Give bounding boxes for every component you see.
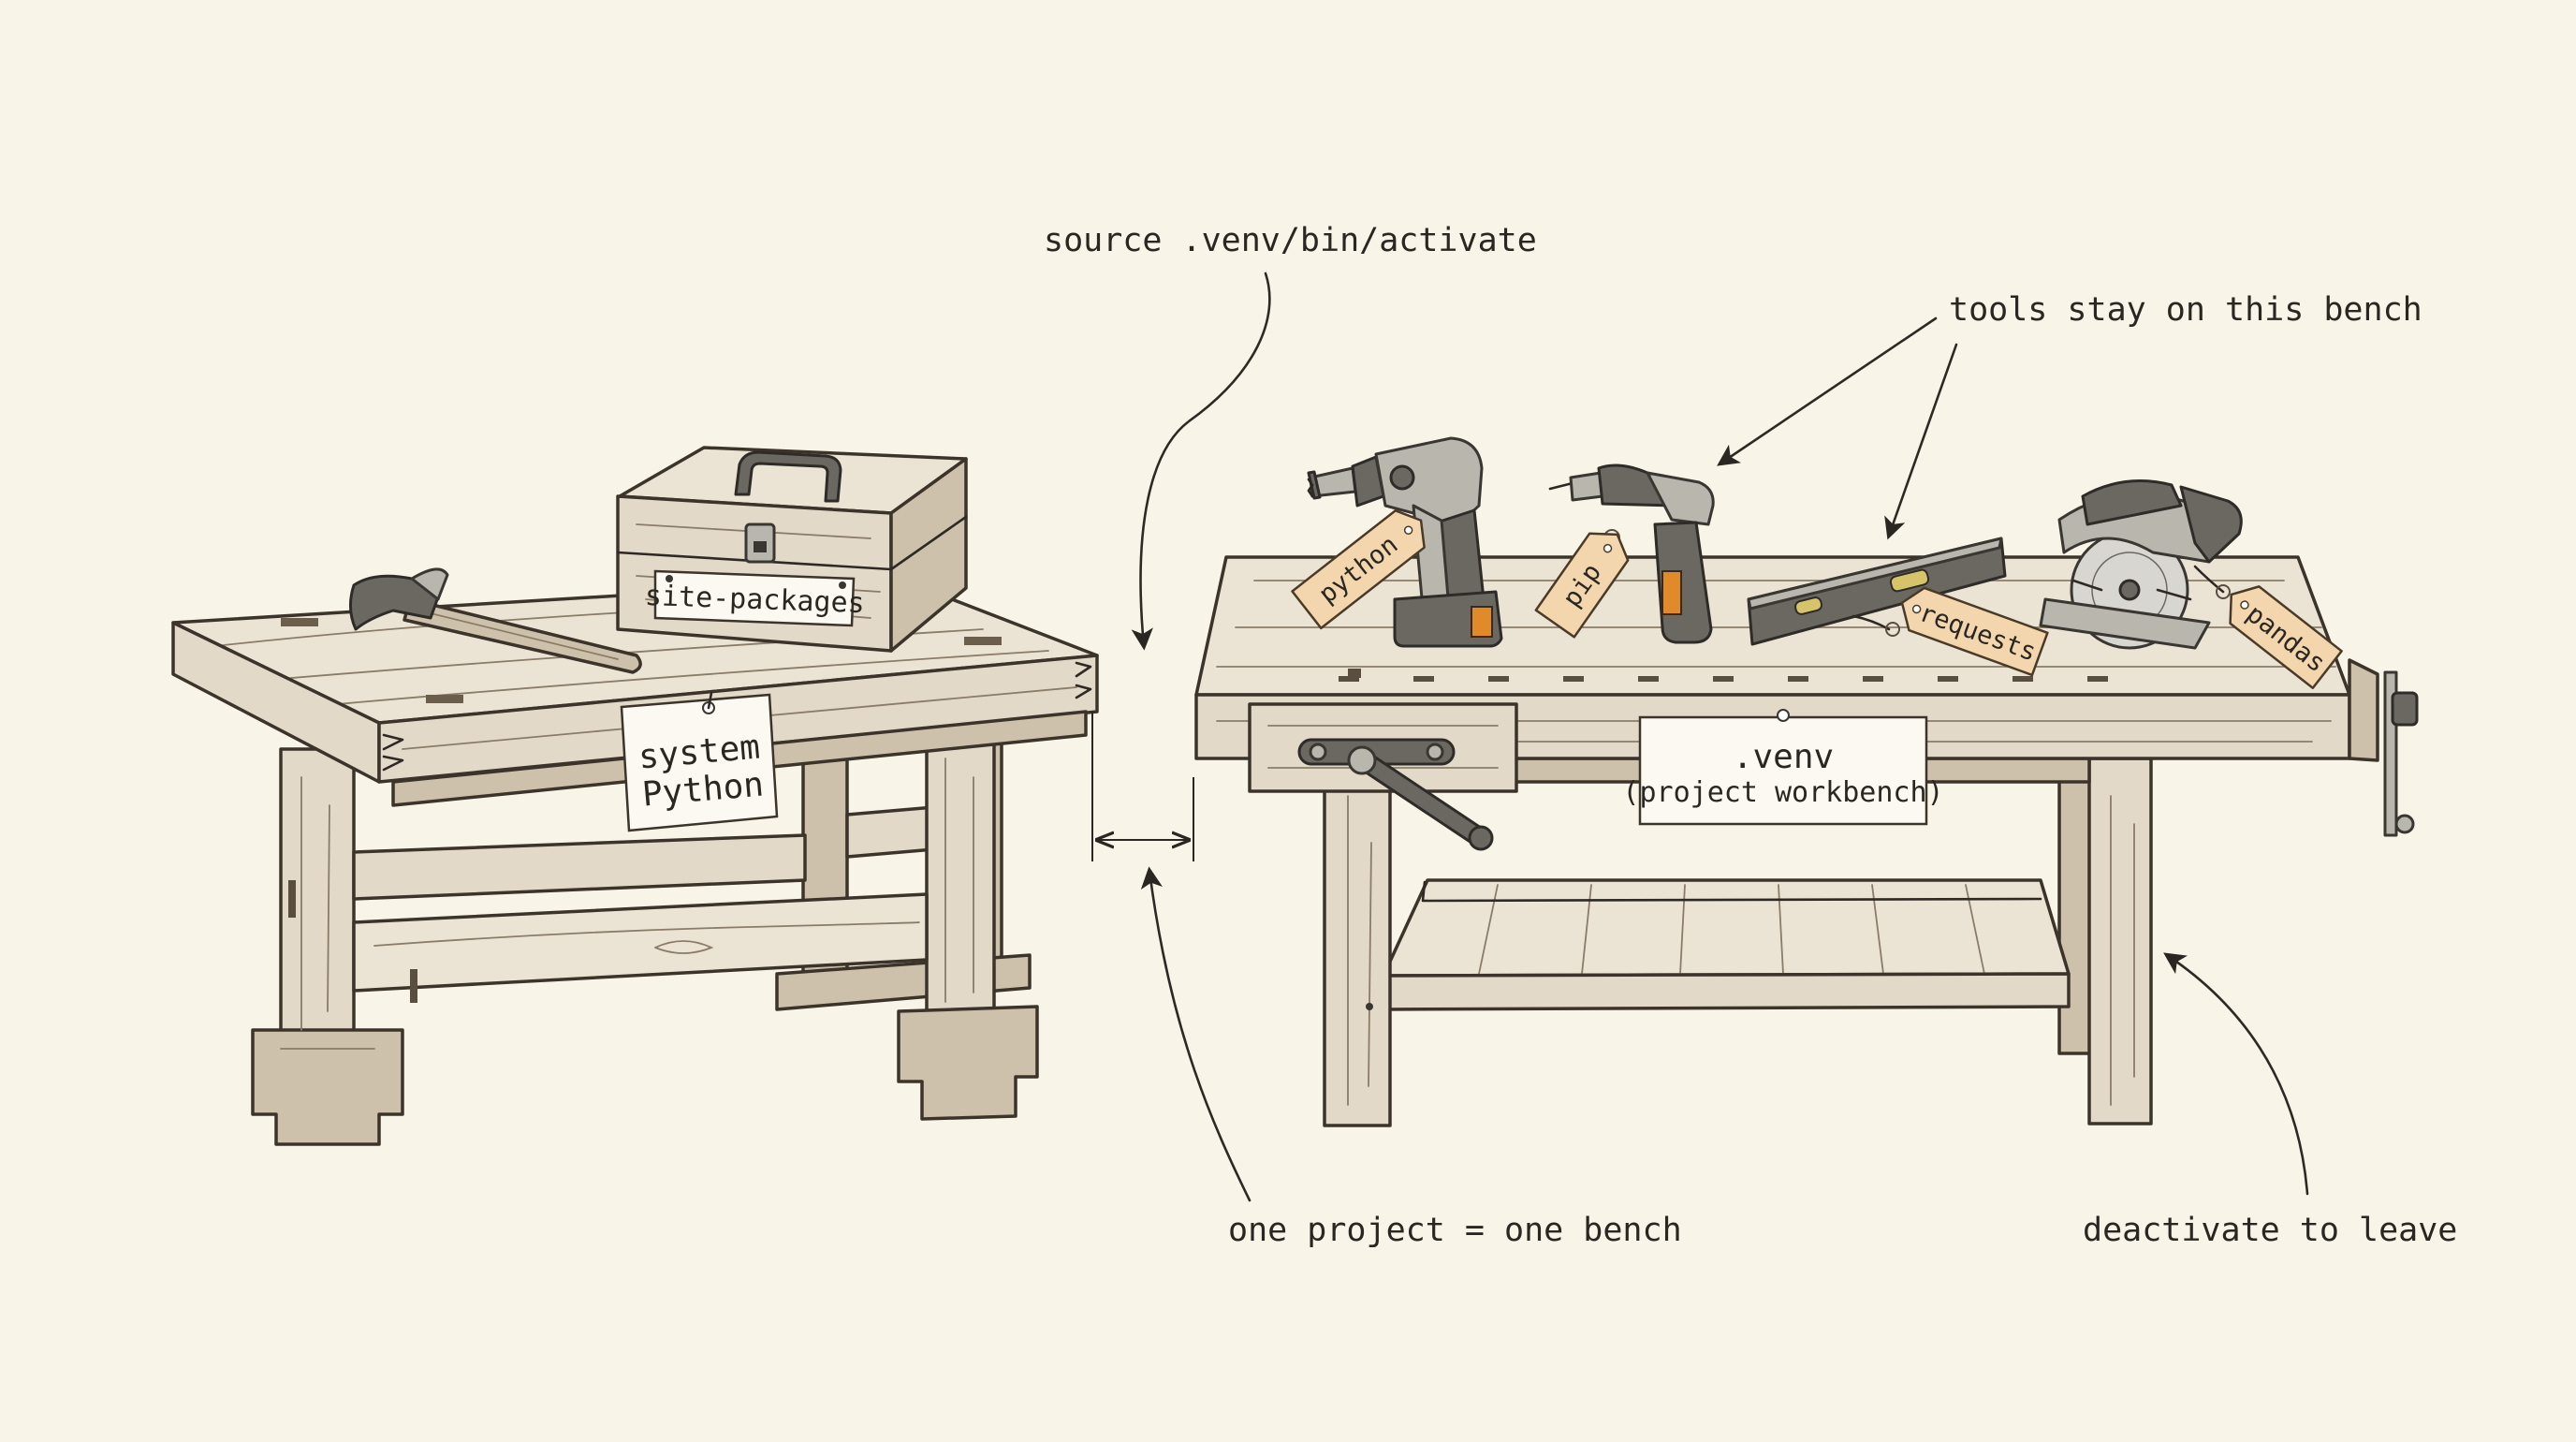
deactivate-arrow: [2167, 955, 2307, 1194]
system-python-sign: system Python: [622, 693, 777, 831]
venv-sign-line2: (project workbench): [1622, 776, 1943, 809]
venv-sign: .venv (project workbench): [1622, 710, 1943, 824]
deactivate-annotation: deactivate to leave: [2083, 1212, 2457, 1249]
tools-stay-annotation: tools stay on this bench: [1949, 291, 2422, 329]
venv-project-bench: [1196, 557, 2417, 1126]
activate-annotation: source .venv/bin/activate: [1044, 222, 1537, 259]
toolbox-icon: site-packages: [618, 448, 966, 651]
tools-stay-arrow-1: [1720, 318, 1936, 464]
one-project-annotation: one project = one bench: [1228, 1212, 1682, 1249]
venv-sign-line1: .venv: [1733, 738, 1834, 776]
one-project-arrow: [1149, 871, 1250, 1200]
tools-stay-arrow-2: [1889, 345, 1956, 536]
gap-dimension-marker: [1092, 712, 1193, 861]
